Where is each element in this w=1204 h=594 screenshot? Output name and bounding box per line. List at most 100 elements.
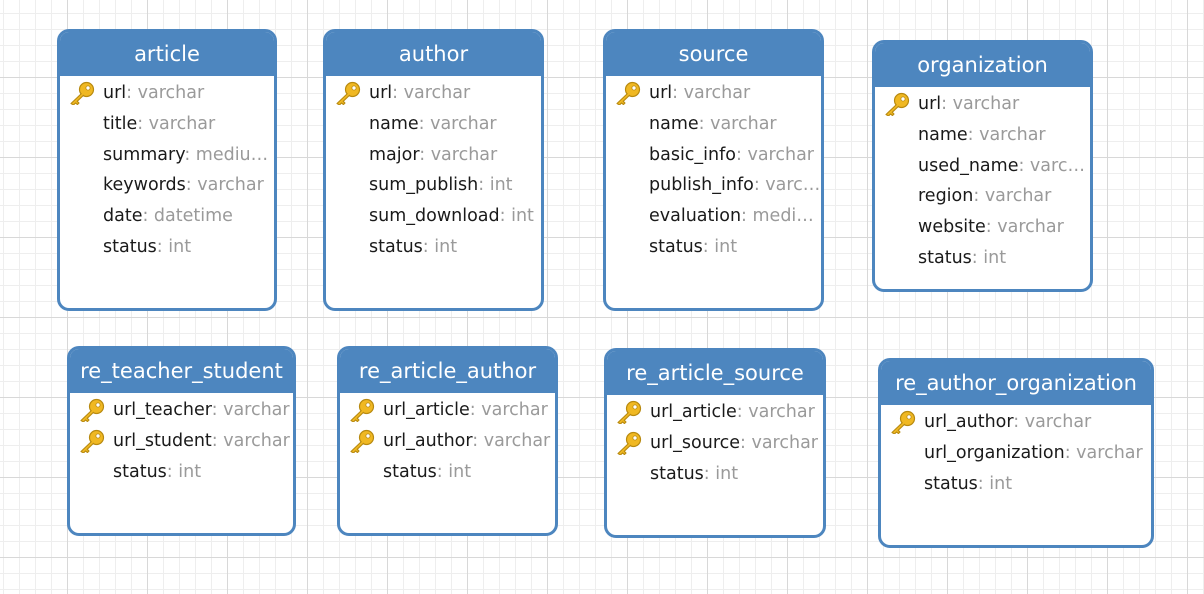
field-row[interactable]: status: int [340,457,555,488]
field-row[interactable]: name: varchar [326,109,541,140]
field-row[interactable]: name: varchar [875,120,1090,151]
field-type: : int [702,236,738,257]
field-type: : varchar [185,175,264,196]
table-header[interactable]: organization [875,43,1090,87]
key-icon [883,92,911,117]
field-row[interactable]: keywords: varchar [60,170,274,201]
field-row[interactable]: used_name: varc… [875,151,1090,182]
key-icon [68,81,96,106]
field-type: : varchar [211,400,290,420]
field-row[interactable]: name: varchar [606,109,821,140]
key-icon [78,398,106,423]
field-row[interactable]: url: varchar [60,78,274,109]
field-type: : int [703,463,739,484]
field-type: : varchar [985,217,1064,238]
field-name: title [103,113,138,134]
field-row[interactable]: summary: mediu… [60,140,274,171]
field-type: : varchar [736,402,815,422]
field-type: : varchar [672,83,751,103]
field-row[interactable]: status: int [875,243,1090,274]
field-type: : int [499,206,534,227]
field-type: : int [166,461,202,482]
field-type: : medi… [741,206,814,227]
field-type: : varchar [392,83,471,103]
field-type: : varchar [469,400,548,420]
table-header[interactable]: re_author_organization [881,361,1151,405]
field-name: status [113,461,167,482]
table-header[interactable]: article [60,32,274,76]
field-row[interactable]: status: int [60,232,274,263]
field-row[interactable]: sum_download: int [326,201,541,232]
field-name: url_author [383,430,473,451]
field-row[interactable]: date: datetime [60,201,274,232]
field-row[interactable]: url_author: varchar [881,407,1151,438]
field-name: url_organization [924,442,1065,463]
field-row[interactable]: url_article: varchar [340,395,555,426]
field-row[interactable]: status: int [70,457,293,488]
field-row[interactable]: url: varchar [875,89,1090,120]
field-name: status [103,236,157,257]
table-header[interactable]: source [606,32,821,76]
table-header[interactable]: re_article_author [340,349,555,393]
field-type: : varchar [736,144,814,165]
field-type: : int [436,461,472,482]
field-row[interactable]: evaluation: medi… [606,201,821,232]
table-re-author-organization[interactable]: re_author_organization url_author: varch… [878,358,1154,548]
field-row[interactable]: region: varchar [875,181,1090,212]
field-row[interactable]: status: int [607,459,823,490]
field-name: major [369,144,420,165]
field-type: : varchar [698,113,777,134]
field-type: : int [478,175,513,196]
field-type: : varc… [1018,155,1085,176]
key-icon [615,431,643,456]
field-row[interactable]: basic_info: varchar [606,140,821,171]
field-name: name [369,113,419,134]
field-row[interactable]: major: varchar [326,140,541,171]
field-name: status [924,473,978,494]
field-name: website [918,217,986,238]
field-name: url_source [650,432,741,453]
field-type: : varc… [753,175,821,196]
field-row[interactable]: url: varchar [606,78,821,109]
field-row[interactable]: status: int [606,232,821,263]
field-row[interactable]: publish_info: varc… [606,170,821,201]
key-icon [78,429,106,454]
field-name: region [918,186,974,207]
table-header[interactable]: author [326,32,541,76]
field-name: status [369,236,423,257]
field-row[interactable]: title: varchar [60,109,274,140]
field-name: publish_info [649,175,754,196]
field-row[interactable]: url_author: varchar [340,426,555,457]
field-type: : int [977,473,1013,494]
table-header[interactable]: re_teacher_student [70,349,293,393]
field-row[interactable]: url_teacher: varchar [70,395,293,426]
field-row[interactable]: website: varchar [875,212,1090,243]
field-name: evaluation [649,206,742,227]
field-row[interactable]: url: varchar [326,78,541,109]
field-type: : varchar [419,144,498,165]
field-row[interactable]: status: int [326,232,541,263]
field-row[interactable]: status: int [881,469,1151,500]
table-header[interactable]: re_article_source [607,351,823,395]
field-type: : int [156,236,192,257]
field-type: : varchar [967,124,1046,145]
field-row[interactable]: url_student: varchar [70,426,293,457]
field-row[interactable]: url_article: varchar [607,397,823,428]
field-row[interactable]: url_source: varchar [607,428,823,459]
field-type: : datetime [142,206,233,227]
field-type: : varchar [1064,442,1143,463]
field-row[interactable]: sum_publish: int [326,170,541,201]
field-row[interactable]: url_organization: varchar [881,438,1151,469]
field-name: status [383,461,437,482]
